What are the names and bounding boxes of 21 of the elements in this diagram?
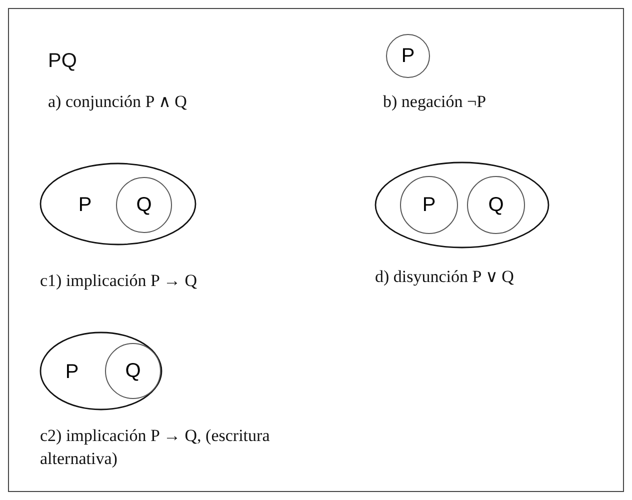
set-circle (400, 176, 458, 234)
set-label: P (422, 195, 436, 215)
set-label: P (78, 195, 92, 215)
set-label: Q (125, 361, 141, 381)
set-label: Q (136, 195, 152, 215)
set-label: Q (488, 195, 504, 215)
caption-text: a) conjunción P ∧ Q (48, 91, 188, 113)
set-circle (116, 177, 172, 233)
title-text: PQ (48, 50, 78, 73)
set-label: P (65, 362, 79, 382)
set-circle (467, 176, 525, 234)
set-label: P (401, 46, 415, 66)
caption-text: d) disyunción P ∨ Q (375, 266, 515, 288)
set-circle (386, 34, 430, 78)
set-ellipse (40, 163, 196, 245)
caption-text: c1) implicación P → Q (40, 270, 198, 292)
set-ellipse (40, 332, 162, 410)
set-ellipse (375, 162, 549, 248)
caption-text: c2) implicación P → Q, (escritura alternativa) (40, 425, 271, 470)
caption-text: b) negación ¬P (383, 91, 488, 113)
set-circle (105, 343, 161, 399)
